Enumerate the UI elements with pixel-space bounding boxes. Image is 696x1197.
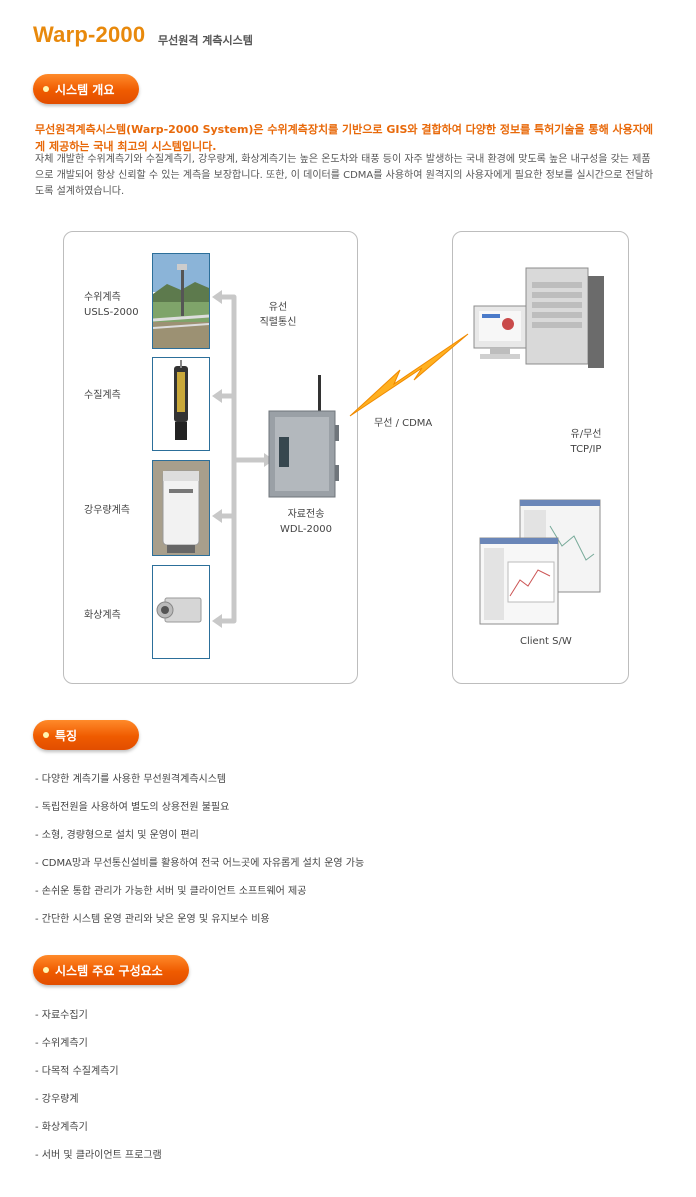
camera-photo [152, 565, 210, 659]
network-label-line1: 유/무선 [570, 429, 602, 440]
feature-item: - 독립전원을 사용하여 별도의 상용전원 불필요 [35, 802, 230, 813]
sensor-camera-label: 화상계측 [84, 610, 121, 621]
data-logger-device-icon [268, 375, 339, 498]
component-item: - 수위계측기 [35, 1038, 88, 1049]
sensor-rain-gauge-label: 강우량계측 [84, 505, 130, 516]
sensor-name: 수위계측 [84, 292, 121, 303]
rain-gauge-icon [153, 461, 209, 555]
bullet-dot-icon [43, 86, 49, 92]
rain-gauge-photo [152, 460, 210, 556]
feature-item: - 간단한 시스템 운영 관리와 낮은 운영 및 유지보수 비용 [35, 914, 270, 925]
component-item: - 다목적 수질계측기 [35, 1066, 119, 1077]
feature-item: - 다양한 계측기를 사용한 무선원격계측시스템 [35, 774, 227, 785]
section-components-title: 시스템 주요 구성요소 [55, 963, 163, 978]
component-item: - 자료수집기 [35, 1010, 88, 1021]
section-features-header: 특징 [33, 720, 139, 750]
brand-logo: Warp-2000 [33, 22, 146, 47]
component-item: - 화상계측기 [35, 1122, 88, 1133]
sensor-water-level-label: 수위계측 USLS-2000 [84, 290, 139, 320]
water-level-sensor-icon [153, 254, 209, 348]
network-label: 유/무선 TCP/IP [548, 427, 624, 457]
feature-item: - 손쉬운 통합 관리가 가능한 서버 및 클라이언트 소프트웨어 제공 [35, 886, 307, 897]
bullet-dot-icon [43, 967, 49, 973]
component-item: - 강우량계 [35, 1094, 79, 1105]
brand-subtitle: 무선원격 계측시스템 [158, 34, 253, 47]
wired-label-line2: 직렬통신 [259, 317, 297, 328]
camera-icon [153, 566, 209, 658]
bullet-dot-icon [43, 732, 49, 738]
water-level-sensor-photo [152, 253, 210, 349]
client-software-label: Client S/W [520, 636, 572, 647]
intro-highlight: 무선원격계측시스템(Warp-2000 System)은 수위계측장치를 기반으… [35, 123, 654, 153]
sensor-model: USLS-2000 [84, 307, 139, 318]
data-logger-label: 자료전송 WDL-2000 [265, 507, 347, 537]
intro-body: 자체 개발한 수위계측기와 수질계측기, 강우량계, 화상계측기는 높은 온도차… [35, 154, 654, 197]
wireless-cdma-label: 무선 / CDMA [374, 418, 433, 429]
client-software-screenshot-icon [479, 499, 601, 625]
server-computer-icon [473, 267, 604, 368]
wireless-lightning-icon [349, 333, 469, 417]
section-features-title: 특징 [55, 728, 78, 743]
feature-item: - CDMA망과 무선통신설비를 활용하여 전국 어느곳에 자유롭게 설치 운영… [35, 858, 365, 869]
section-overview-header: 시스템 개요 [33, 74, 139, 104]
section-overview-title: 시스템 개요 [55, 82, 115, 97]
feature-item: - 소형, 경량형으로 설치 및 운영이 편리 [35, 830, 199, 841]
network-label-line2: TCP/IP [570, 444, 602, 455]
component-item: - 서버 및 클라이언트 프로그램 [35, 1150, 162, 1161]
wired-label-line1: 유선 [268, 302, 288, 313]
wired-serial-label: 유선 직렬통신 [248, 300, 308, 330]
section-components-header: 시스템 주요 구성요소 [33, 955, 189, 985]
water-quality-sensor-photo [152, 357, 210, 451]
sensor-water-quality-label: 수질계측 [84, 390, 121, 401]
water-quality-sensor-icon [153, 358, 209, 450]
wired-connection-bracket [212, 290, 274, 628]
logger-label-line2: WDL-2000 [279, 524, 333, 535]
logger-label-line1: 자료전송 [287, 509, 325, 520]
